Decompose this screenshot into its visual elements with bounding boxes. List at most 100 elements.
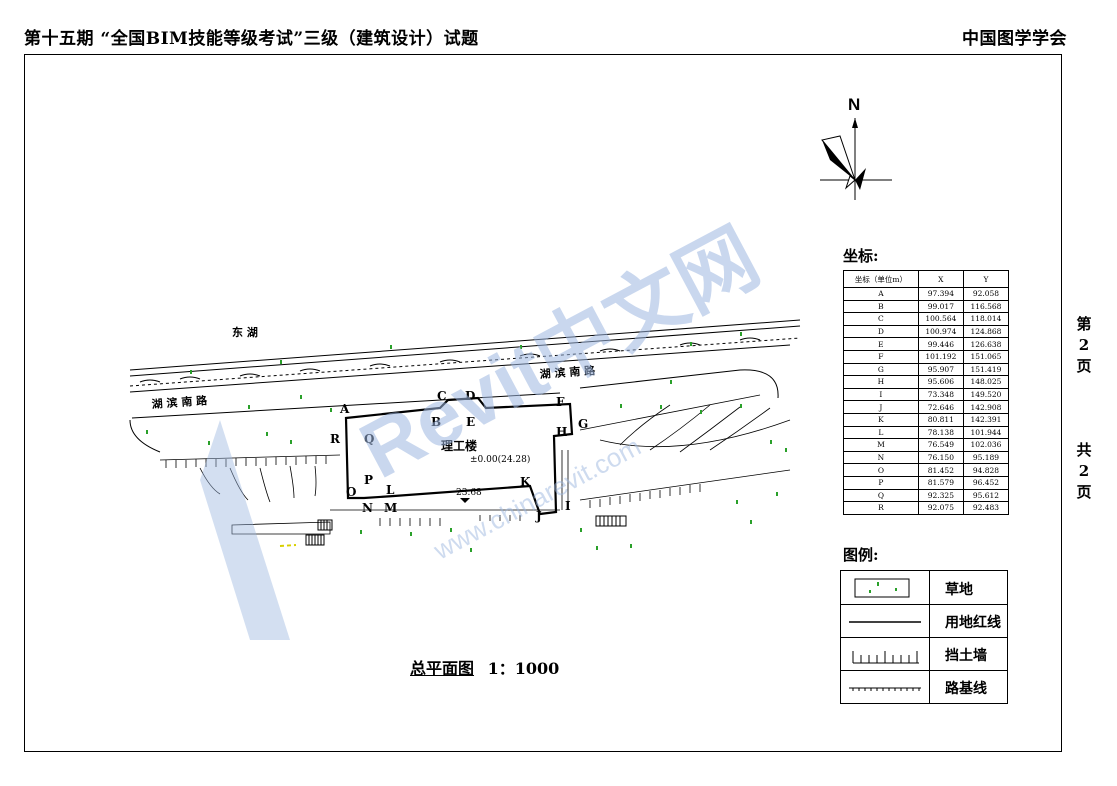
page-total: 共 2 页 [1076, 441, 1092, 501]
coords-cell: L [843, 425, 919, 440]
page-number: 第 2 页 [1076, 315, 1092, 375]
coords-cell: 151.065 [962, 349, 1010, 364]
point-label: J [535, 509, 542, 523]
grass-marks [146, 332, 787, 552]
point-label: I [565, 499, 571, 513]
north-arrow-icon: N [820, 95, 892, 200]
coords-cell: Q [843, 488, 919, 503]
coords-cell: D [843, 324, 919, 339]
point-label: O [346, 485, 356, 499]
legend: 草地 用地红线 挡土墙 路基线 [840, 570, 1008, 704]
coords-cell: 97.394 [917, 287, 964, 301]
coords-cell: F [843, 349, 919, 364]
coords-cell: C [843, 312, 919, 326]
coords-cell: 81.452 [917, 463, 964, 477]
retaining-wall [159, 394, 791, 535]
coords-cell: P [843, 475, 919, 490]
coords-cell: 81.579 [917, 475, 964, 490]
lake-label: 东 湖 [232, 325, 258, 339]
plan-scale: 1：1000 [487, 659, 560, 678]
point-label: K [520, 475, 531, 489]
coords-cell: 116.568 [962, 299, 1010, 314]
coords-cell: 142.908 [962, 400, 1010, 414]
grass-symbol-icon [841, 571, 930, 604]
coords-cell: 149.520 [962, 387, 1010, 402]
coords-cell: 95.606 [917, 375, 964, 389]
retaining-wall-icon [841, 637, 930, 670]
coords-cell: H [843, 375, 919, 389]
coords-cell: 76.549 [917, 438, 964, 452]
coords-header: Y [962, 270, 1010, 288]
coords-cell: 148.025 [962, 375, 1010, 389]
coords-cell: 126.638 [962, 337, 1010, 351]
coords-cell: 73.348 [917, 387, 964, 402]
coords-cell: 78.138 [917, 425, 964, 440]
coords-header: 坐标（单位m） [843, 270, 919, 288]
header-title: 第十五期 “全国BIM技能等级考试”三级（建筑设计）试题 [24, 29, 479, 49]
coords-cell: 101.192 [917, 349, 964, 364]
legend-item-roadbed: 路基线 [841, 670, 1007, 703]
coords-cell: O [843, 463, 919, 477]
coords-cell: E [843, 337, 919, 351]
coords-cell: N [843, 450, 919, 465]
point-label: Q [364, 432, 374, 446]
building-outline [344, 396, 574, 516]
point-label: P [364, 473, 373, 487]
coords-header: X [917, 270, 964, 288]
road-lines [129, 319, 801, 453]
coords-cell: 100.564 [917, 312, 964, 326]
coords-cell: 76.150 [917, 450, 964, 465]
point-label: B [431, 415, 441, 429]
point-label: R [330, 432, 341, 446]
coords-title: 坐标: [843, 247, 879, 265]
coords-cell: 72.646 [917, 400, 964, 414]
coords-cell: A [843, 287, 919, 301]
point-label: L [386, 483, 395, 497]
roadbed-line-icon [841, 670, 930, 703]
coords-cell: 151.419 [962, 362, 1010, 377]
road-label-right: 湖 滨 南 路 [539, 363, 596, 381]
point-label: E [466, 415, 475, 429]
coords-cell: 102.036 [962, 438, 1010, 452]
steps [305, 515, 627, 546]
coords-cell: J [843, 400, 919, 414]
boundary-line-icon [841, 604, 930, 637]
coords-cell: B [843, 299, 919, 314]
drawing-frame [24, 54, 1062, 752]
coords-cell: K [843, 412, 919, 427]
coords-cell: 92.483 [962, 501, 1010, 515]
coordinate-points: A B C D E F G H I J K L M N O P Q R [330, 389, 588, 523]
elevation-label: ±0.00(24.28) [470, 454, 530, 465]
coords-cell: 142.391 [962, 412, 1010, 427]
point-label: H [556, 425, 567, 439]
point-label: C [437, 389, 447, 403]
coords-cell: 101.944 [962, 425, 1010, 440]
coords-cell: M [843, 438, 919, 452]
coords-cell: 92.058 [962, 287, 1010, 301]
coords-cell: 95.189 [962, 450, 1010, 465]
coords-cell: 96.452 [962, 475, 1010, 490]
north-label: N [848, 95, 860, 114]
legend-title: 图例: [843, 546, 879, 564]
coords-cell: 118.014 [962, 312, 1010, 326]
legend-item-boundary: 用地红线 [841, 604, 1007, 638]
coords-cell: R [843, 501, 919, 515]
spot-level: 23.68 [456, 488, 482, 498]
plan-title: 总平面图 [410, 659, 475, 678]
coords-cell: 100.974 [917, 324, 964, 339]
